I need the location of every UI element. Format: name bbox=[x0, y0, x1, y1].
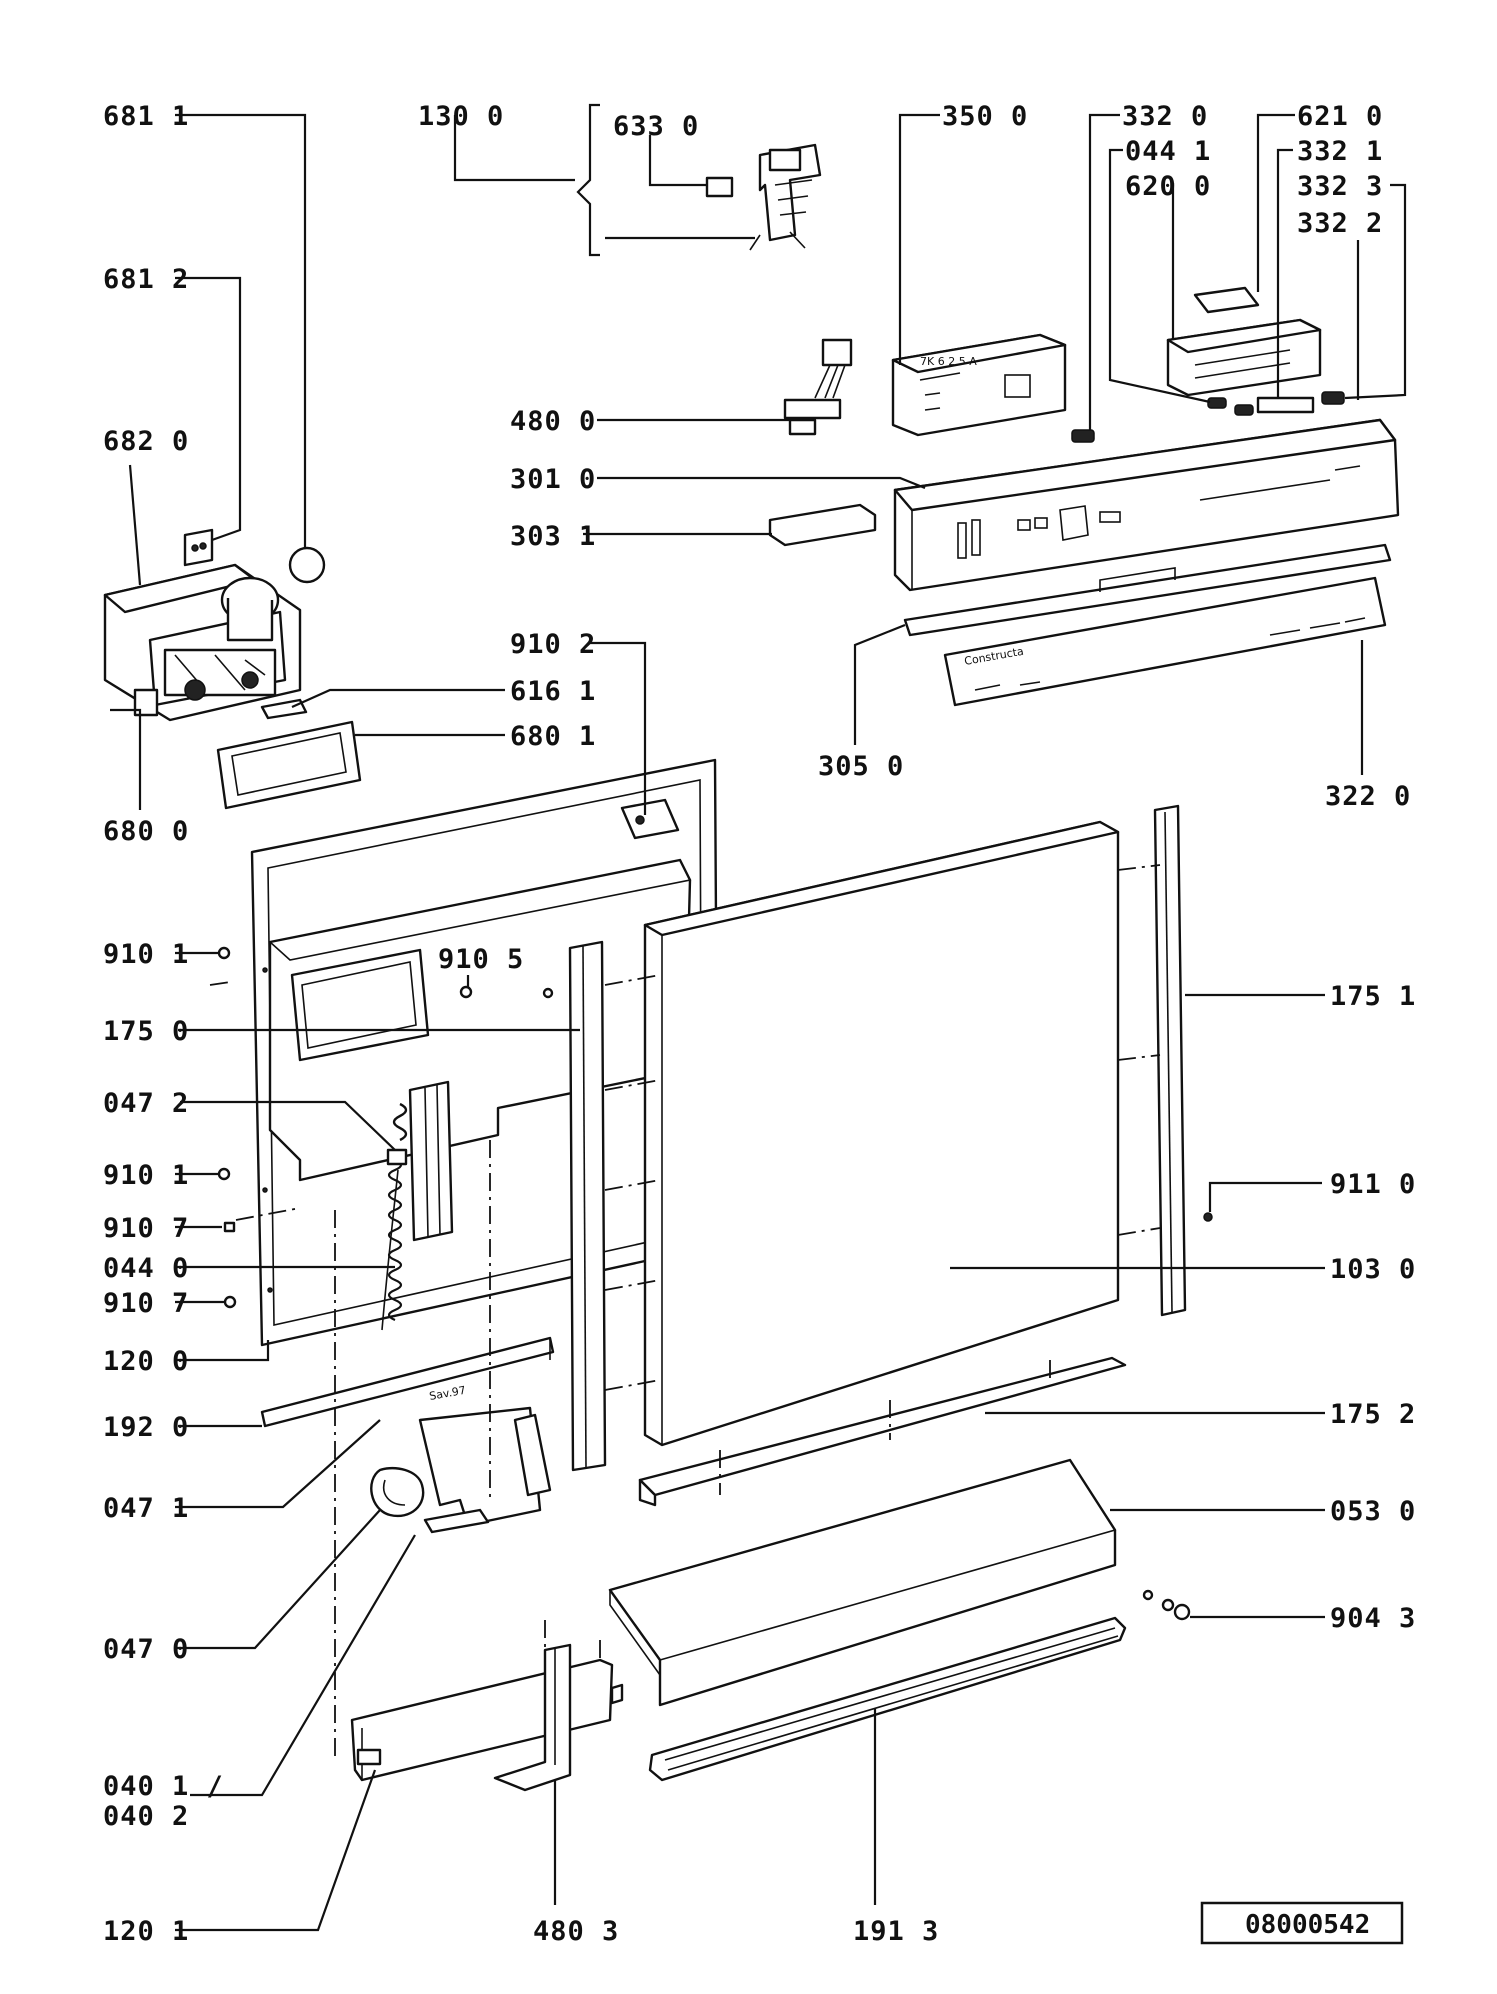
label-040-2: 040 2 bbox=[103, 1801, 189, 1832]
label-680-0: 680 0 bbox=[103, 816, 189, 847]
label-175-1: 175 1 bbox=[1330, 981, 1416, 1012]
label-480-0: 480 0 bbox=[510, 406, 596, 437]
label-621-0: 621 0 bbox=[1297, 101, 1383, 132]
fascia-group: Constructa bbox=[903, 543, 1392, 707]
svg-text:7K 6 2 5 A: 7K 6 2 5 A bbox=[920, 355, 977, 368]
label-047-0: 047 0 bbox=[103, 1634, 189, 1665]
label-303-1: 303 1 bbox=[510, 521, 596, 552]
label-175-2: 175 2 bbox=[1330, 1399, 1416, 1430]
label-044-1: 044 1 bbox=[1125, 136, 1211, 167]
label-616-1: 616 1 bbox=[510, 676, 596, 707]
label-332-1: 332 1 bbox=[1297, 136, 1383, 167]
label-910-5: 910 5 bbox=[438, 944, 524, 975]
label-633-0: 633 0 bbox=[613, 111, 699, 142]
label-332-3: 332 3 bbox=[1297, 171, 1383, 202]
label-911-0: 911 0 bbox=[1330, 1169, 1416, 1200]
label-192-0: 192 0 bbox=[103, 1412, 189, 1443]
programmer-unit-620-0 bbox=[1071, 286, 1345, 443]
reference-code-box: 08000542 bbox=[1200, 1901, 1404, 1945]
label-910-1b: 910 1 bbox=[103, 1160, 189, 1191]
control-panel-301-0 bbox=[768, 418, 1400, 592]
side-strip-175-1 bbox=[1153, 804, 1213, 1317]
outer-door-103-0 bbox=[542, 820, 1120, 1447]
pressure-switch-group bbox=[705, 143, 822, 251]
label-130-0: 130 0 bbox=[418, 101, 504, 132]
connector-480-0 bbox=[783, 338, 853, 436]
label-040-1: 040 1 / bbox=[103, 1771, 224, 1802]
inner-door-120-0: Sav.97 bbox=[217, 758, 720, 1403]
label-910-1a: 910 1 bbox=[103, 939, 189, 970]
label-904-3: 904 3 bbox=[1330, 1603, 1416, 1634]
label-305-0: 305 0 bbox=[818, 751, 904, 782]
electronic-module-350-0: 7K 6 2 5 A bbox=[891, 333, 1067, 437]
label-350-0: 350 0 bbox=[942, 101, 1028, 132]
label-910-7b: 910 7 bbox=[103, 1288, 189, 1319]
label-480-3: 480 3 bbox=[533, 1916, 619, 1947]
label-301-0: 301 0 bbox=[510, 464, 596, 495]
leader-lines bbox=[110, 103, 1407, 1932]
label-120-1: 120 1 bbox=[103, 1916, 189, 1947]
label-620-0: 620 0 bbox=[1125, 171, 1211, 202]
reference-code: 08000542 bbox=[1245, 1910, 1370, 1940]
label-332-0: 332 0 bbox=[1122, 101, 1208, 132]
label-680-1: 680 1 bbox=[510, 721, 596, 752]
hinge-parts bbox=[370, 1406, 552, 1534]
door-spring bbox=[387, 1158, 403, 1322]
part-number-labels: 681 1 130 0 633 0 350 0 332 0 044 1 620 … bbox=[103, 101, 1416, 1947]
label-332-2: 332 2 bbox=[1297, 208, 1383, 239]
label-681-2: 681 2 bbox=[103, 264, 189, 295]
kick-plate-053-0 bbox=[608, 1458, 1191, 1707]
label-682-0: 682 0 bbox=[103, 426, 189, 457]
label-175-0: 175 0 bbox=[103, 1016, 189, 1047]
label-910-2: 910 2 bbox=[510, 629, 596, 660]
inner-door-stamp: Sav.97 bbox=[428, 1384, 467, 1403]
lower-panel-120-1 bbox=[350, 1643, 624, 1792]
seal-191-3 bbox=[648, 1616, 1127, 1782]
rail-192-0 bbox=[260, 1336, 555, 1428]
label-044-0: 044 0 bbox=[103, 1253, 189, 1284]
label-191-3: 191 3 bbox=[853, 1916, 939, 1947]
assembly-centerlines bbox=[209, 864, 1161, 1760]
label-103-0: 103 0 bbox=[1330, 1254, 1416, 1285]
label-053-0: 053 0 bbox=[1330, 1496, 1416, 1527]
dispenser-assembly bbox=[103, 528, 362, 810]
label-047-1: 047 1 bbox=[103, 1493, 189, 1524]
label-910-7a: 910 7 bbox=[103, 1213, 189, 1244]
bottom-strip-175-2 bbox=[638, 1356, 1127, 1507]
label-120-0: 120 0 bbox=[103, 1346, 189, 1377]
side-strip-175-0 bbox=[568, 940, 607, 1472]
label-681-1: 681 1 bbox=[103, 101, 189, 132]
label-047-2: 047 2 bbox=[103, 1088, 189, 1119]
label-322-0: 322 0 bbox=[1325, 781, 1411, 812]
